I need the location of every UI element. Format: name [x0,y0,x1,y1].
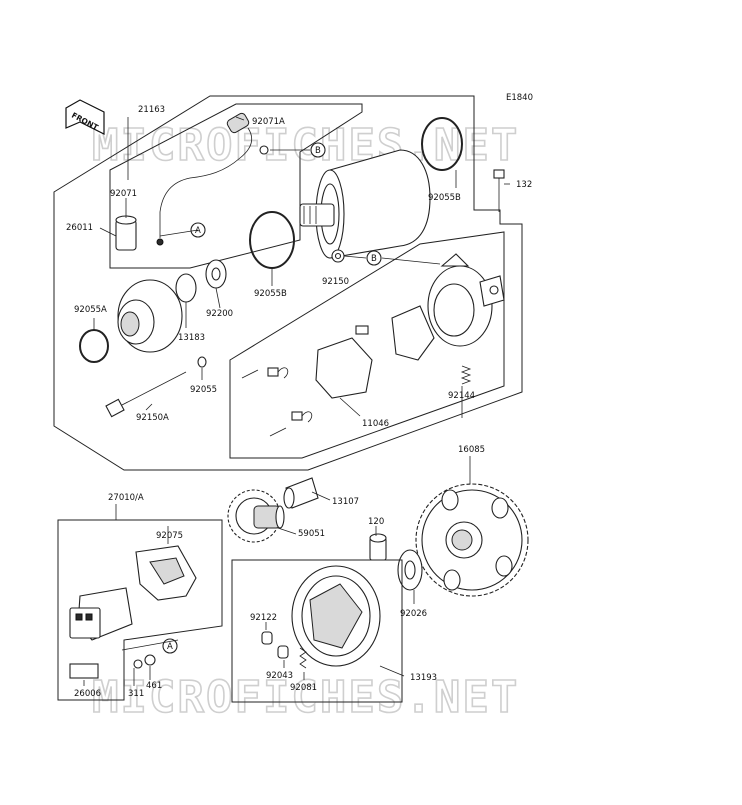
front-cover [117,279,183,353]
label-27010A: 27010/A [108,493,144,503]
lead-end [156,238,164,246]
brush-holder [315,305,435,399]
lead-wire-subframe [109,103,363,269]
one-way-clutch [291,565,381,667]
relay-fuse [69,663,99,679]
label-92150: 92150 [322,277,349,287]
o-ring-92055a [79,329,109,363]
front-arrow-icon: FRONT [65,99,105,135]
label-59051: 59051 [298,529,325,539]
svg-text:B: B [371,254,377,264]
one-way-clutch-frame [231,559,403,703]
o-ring-92055b-mid [249,211,295,269]
nut-461 [144,654,156,666]
terminal-ring [259,145,269,155]
label-92075: 92075 [156,531,183,541]
label-92071: 92071 [110,189,137,199]
terminal-cap-part [226,112,250,134]
label-92144: 92144 [448,391,475,401]
rear-cover [427,253,505,347]
solenoid-frame [57,519,223,701]
nut-92150 [331,249,345,263]
label-92055B-top: 92055B [428,193,461,203]
label-11046: 11046 [362,419,389,429]
label-13107: 13107 [332,497,359,507]
plunger-92043 [277,645,289,659]
motor-assembly-frame [53,95,523,471]
label-461: 461 [146,681,162,691]
label-120: 120 [368,517,384,527]
svg-text:A: A [195,226,201,236]
through-bolt [105,371,187,418]
callout-b-upper: B [310,142,326,158]
clutch-gear [415,483,529,597]
idle-gear [227,489,285,543]
watermark-top: MICROFICHES.NET [92,120,519,171]
clutch-spacer [369,533,387,561]
label-311: 311 [128,689,144,699]
label-92200: 92200 [206,309,233,319]
washer-13183 [175,273,197,303]
svg-text:A: A [167,642,173,652]
label-132: 132 [516,180,532,190]
diagram-code: E1840 [506,93,533,103]
spring-92144 [460,365,472,385]
roller-92122 [261,631,273,645]
svg-text:B: B [315,146,321,156]
gear-shaft [283,477,319,509]
o-ring-92055b-top [421,117,463,171]
label-92055A: 92055A [74,305,107,315]
label-92150A: 92150A [136,413,169,423]
brush-holder-frame [229,231,505,459]
label-21163: 21163 [138,105,165,115]
solenoid-cover [135,545,197,601]
label-26006: 26006 [74,689,101,699]
label-92043: 92043 [266,671,293,681]
starter-relay [69,587,133,641]
label-92081: 92081 [290,683,317,693]
watermark-bottom: MICROFICHES.NET [92,672,519,723]
brush-2 [291,411,303,421]
brush-1 [267,367,279,377]
label-92122: 92122 [250,613,277,623]
spring-92081 [299,647,307,669]
label-92055: 92055 [190,385,217,395]
label-13193: 13193 [410,673,437,683]
label-92055B-mid: 92055B [254,289,287,299]
terminal-92071 [115,215,137,251]
bolt-132 [493,169,505,212]
starter-yoke [299,149,431,259]
label-16085: 16085 [458,445,485,455]
callout-a-lower: A [162,638,178,654]
label-13183: 13183 [178,333,205,343]
o-ring-92055 [197,356,207,368]
label-92071A: 92071A [252,117,285,127]
nut-311 [133,659,143,669]
label-92026: 92026 [400,609,427,619]
label-26011: 26011 [66,223,93,233]
callout-b-lower: B [366,250,382,266]
